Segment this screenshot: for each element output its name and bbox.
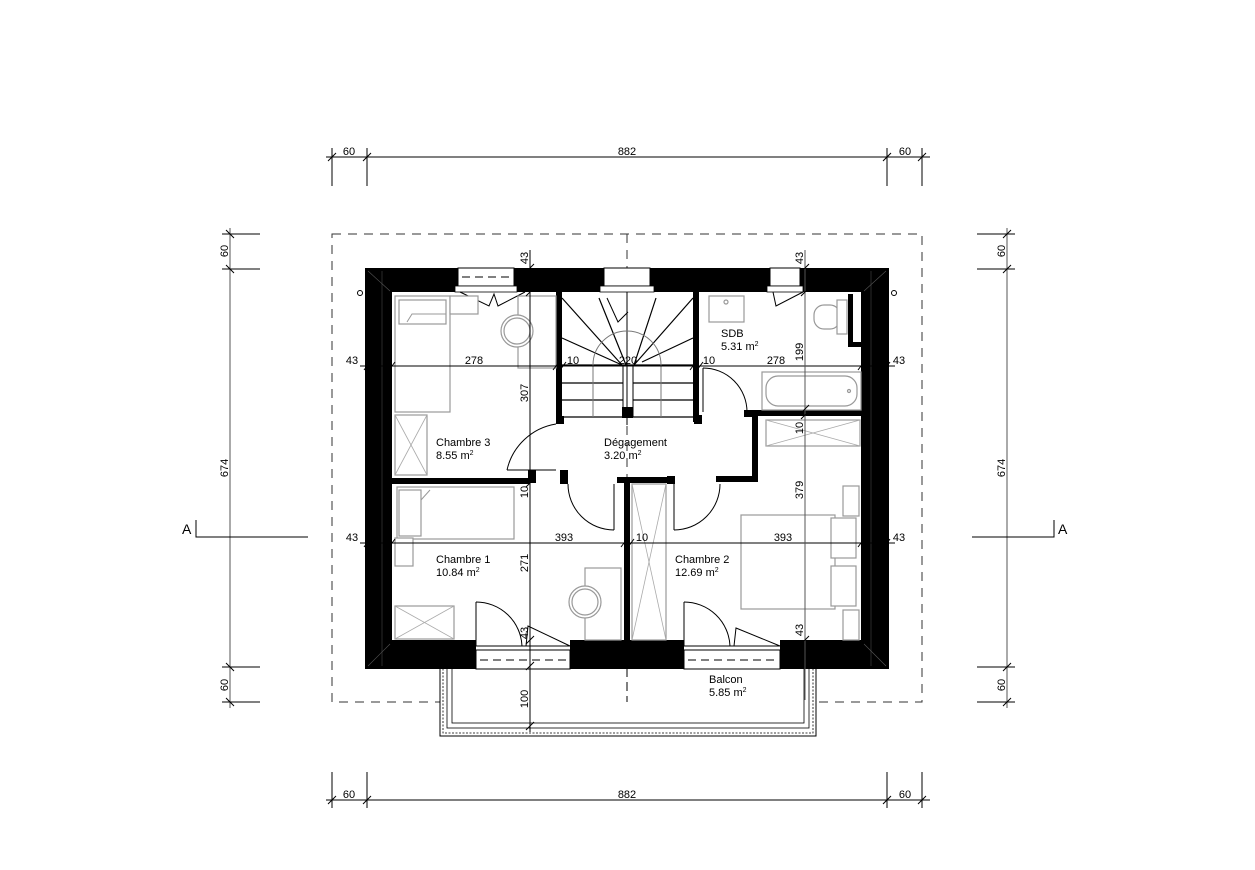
dim-wall-right-lower: 43 [893,532,905,544]
balcony-door-chambre1[interactable] [475,601,571,647]
room-area: 8.55 m [436,450,470,462]
dim-partition-e: 10 [794,422,806,434]
section-mark-left: A [182,520,308,538]
dim-ch2-width: 393 [774,532,792,544]
dim-bottom-main: 882 [618,789,636,801]
door-chambre2[interactable] [673,483,721,531]
section-label-right: A [1058,521,1068,537]
dim-left-bottom: 60 [219,679,231,691]
downspout-left-icon [357,290,363,296]
dim-ch2-depth: 379 [794,481,806,499]
balcony-door-chambre2[interactable] [683,601,781,647]
dim-wall-left-upper: 43 [346,355,358,367]
dim-ch3-depth: 307 [519,384,531,402]
room-area: 12.69 m [675,567,715,579]
dim-ch1-depth: 271 [519,554,531,572]
staircase: 220 [561,292,694,425]
window-chambre1-balcony-door [475,645,571,670]
double-bed-icon [740,514,836,610]
room-label-degagement: Dégagement 3.20 m2 [604,437,667,462]
dim-partition-b: 10 [703,355,715,367]
section-mark-right: A [972,520,1068,538]
dim-sdb-depth: 199 [794,343,806,361]
svg-text:5.85 m2: 5.85 m2 [709,687,747,699]
door-chambre3[interactable] [506,423,557,471]
chambre2-furniture [631,483,860,641]
dim-bottom-right: 60 [899,789,911,801]
dim-top-right: 60 [899,146,911,158]
dim-wall-left-lower: 43 [346,532,358,544]
room-label-chambre1: Chambre 1 10.84 m2 [436,554,490,579]
dim-sdb-width: 278 [767,355,785,367]
room-area: 5.85 m [709,687,743,699]
window-chambre3 [454,267,526,307]
downspout-right-icon [891,290,897,296]
room-name: Chambre 3 [436,437,490,449]
balcony [439,663,817,737]
dim-top-wall-b: 43 [794,252,806,264]
dim-stair-width: 220 [619,355,637,367]
room-name: SDB [721,328,744,340]
room-name: Chambre 2 [675,554,729,566]
section-label-left: A [182,521,192,537]
sdb-furniture [708,295,862,447]
window-sdb [766,267,804,307]
dim-bottom-wall-b: 43 [794,624,806,636]
svg-text:10.84 m2: 10.84 m2 [436,567,480,579]
dim-partition-d: 10 [519,486,531,498]
chambre3-furniture [394,295,557,476]
room-name: Chambre 1 [436,554,490,566]
nightstand-icon [842,609,860,641]
dim-bottom-left: 60 [343,789,355,801]
room-label-sdb: SDB 5.31 m2 [721,328,759,353]
dim-ch3-width: 278 [465,355,483,367]
door-chambre1[interactable] [567,483,615,531]
dim-top-left: 60 [343,146,355,158]
dim-right-top: 60 [996,245,1008,257]
room-label-chambre3: Chambre 3 8.55 m2 [436,437,490,462]
dim-left-main: 674 [219,459,231,477]
left-dimension-chain: 60 674 60 [219,228,260,708]
dim-top-main: 882 [618,146,636,158]
room-name: Dégagement [604,437,667,449]
dim-ch1-width: 393 [555,532,573,544]
chambre1-furniture [394,486,622,641]
room-name: Balcon [709,674,743,686]
top-dimension-chain: 60 882 60 [326,146,930,186]
room-label-balcon: Balcon 5.85 m2 [709,674,747,699]
dim-top-wall-a: 43 [519,252,531,264]
interior-dimensions: 43 278 10 10 278 43 43 393 10 393 43 43 … [346,250,905,732]
dim-right-main: 674 [996,459,1008,477]
dim-partition-a: 10 [567,355,579,367]
dim-partition-c: 10 [636,532,648,544]
svg-text:12.69 m2: 12.69 m2 [675,567,719,579]
toilet-icon [813,304,841,330]
dim-right-bottom: 60 [996,679,1008,691]
dim-left-top: 60 [219,245,231,257]
bottom-dimension-chain: 60 882 60 [326,772,930,808]
nightstand-icon [842,485,860,517]
dim-wall-right-upper: 43 [893,355,905,367]
room-area: 3.20 m [604,450,638,462]
right-dimension-chain: 60 674 60 [977,228,1015,708]
dim-bottom-wall-a: 43 [519,627,531,639]
svg-text:8.55 m2: 8.55 m2 [436,450,474,462]
dim-balcony-depth: 100 [519,690,531,708]
exterior-walls [365,268,889,669]
nightstand-icon [449,295,479,315]
room-area: 5.31 m [721,341,755,353]
room-label-chambre2: Chambre 2 12.69 m2 [675,554,729,579]
svg-text:5.31 m2: 5.31 m2 [721,341,759,353]
door-sdb[interactable] [702,367,748,413]
nightstand-icon [394,537,414,567]
window-chambre2-balcony-door [683,645,781,670]
svg-text:3.20 m2: 3.20 m2 [604,450,642,462]
window-stair [599,267,655,293]
room-area: 10.84 m [436,567,476,579]
